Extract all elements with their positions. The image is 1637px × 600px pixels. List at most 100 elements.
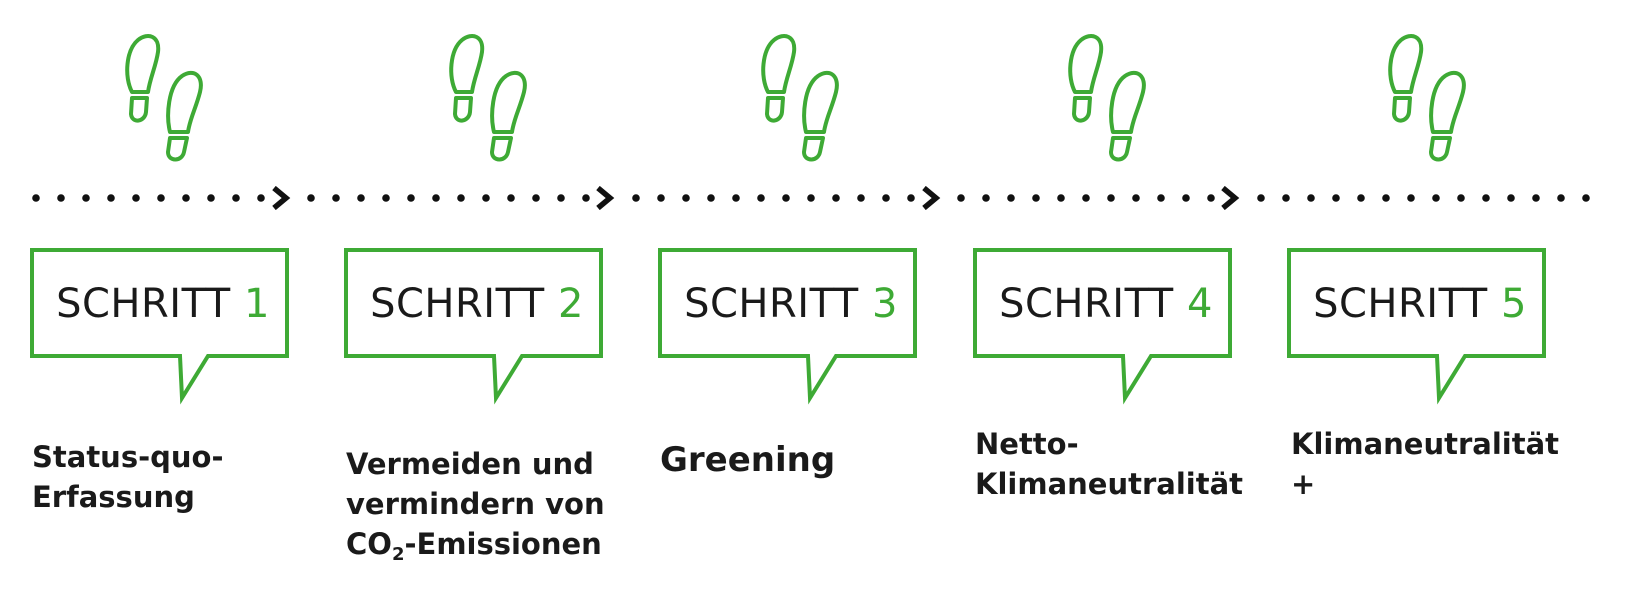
desc-line: + <box>1291 467 1316 501</box>
timeline-dot <box>682 194 690 202</box>
timeline-dot <box>1107 194 1115 202</box>
timeline-dot <box>407 194 415 202</box>
chevron-right-icon <box>272 186 291 210</box>
timeline-dot <box>207 194 215 202</box>
timeline-dot <box>1457 194 1465 202</box>
timeline-dot <box>232 194 240 202</box>
timeline-dot <box>382 194 390 202</box>
timeline-dot <box>307 194 315 202</box>
timeline-dot <box>957 194 965 202</box>
timeline-dot <box>907 194 915 202</box>
timeline-dot <box>107 194 115 202</box>
step-number: 5 <box>1500 281 1527 327</box>
timeline-dot <box>982 194 990 202</box>
step-title: SCHRITT 2 <box>344 280 610 328</box>
chevron-right-icon <box>922 186 941 210</box>
timeline-dot <box>457 194 465 202</box>
timeline-dot <box>1207 194 1215 202</box>
timeline-dot <box>757 194 765 202</box>
timeline-dot <box>82 194 90 202</box>
timeline-dot <box>357 194 365 202</box>
step-number: 3 <box>871 281 898 327</box>
chevron-right-icon <box>1221 186 1240 210</box>
step-bubble <box>30 248 289 405</box>
timeline-dot <box>157 194 165 202</box>
timeline-chevrons <box>272 186 1240 210</box>
co2-post: -Emissionen <box>404 527 602 561</box>
timeline-dot <box>1482 194 1490 202</box>
step-label: SCHRITT <box>370 281 545 327</box>
footprints-icon <box>1068 34 1146 162</box>
step-title: SCHRITT 4 <box>973 280 1239 328</box>
step-title: SCHRITT 1 <box>30 280 296 328</box>
timeline-dot <box>1382 194 1390 202</box>
desc-line: Greening <box>660 440 836 480</box>
timeline-dot <box>1282 194 1290 202</box>
desc-line: Netto- <box>975 427 1079 461</box>
timeline-dot <box>1507 194 1515 202</box>
step-description: Vermeiden und vermindern von CO2-Emissio… <box>346 444 646 564</box>
step-4: SCHRITT 4 Netto- Klimaneutralität <box>973 0 1273 600</box>
step-5: SCHRITT 5 Klimaneutralität + <box>1287 0 1587 600</box>
timeline-dot <box>832 194 840 202</box>
desc-line: vermindern von <box>346 487 605 521</box>
timeline-dot <box>1307 194 1315 202</box>
footprints-icon <box>1388 34 1466 162</box>
step-2: SCHRITT 2 Vermeiden und vermindern von C… <box>344 0 644 600</box>
timeline-dot <box>32 194 40 202</box>
step-label: SCHRITT <box>1313 281 1488 327</box>
timeline-dot <box>257 194 265 202</box>
footprints-icon <box>761 34 839 162</box>
co2-sub: 2 <box>391 544 405 565</box>
step-description: Status-quo- Erfassung <box>32 437 332 517</box>
desc-line-co2: CO2-Emissionen <box>346 524 646 564</box>
timeline-dot <box>1182 194 1190 202</box>
footprints-icon <box>449 34 527 162</box>
timeline-dot <box>707 194 715 202</box>
timeline-dot <box>657 194 665 202</box>
timeline-dot <box>1532 194 1540 202</box>
timeline-dot <box>1407 194 1415 202</box>
timeline-dot <box>1332 194 1340 202</box>
step-description: Klimaneutralität + <box>1291 424 1591 504</box>
timeline-dot <box>1582 194 1590 202</box>
timeline-dot <box>1432 194 1440 202</box>
step-number: 4 <box>1186 281 1213 327</box>
step-bubble <box>344 248 603 405</box>
timeline-dot <box>1557 194 1565 202</box>
step-description: Greening <box>660 440 960 480</box>
timeline-dot <box>507 194 515 202</box>
desc-line: Klimaneutralität <box>975 467 1244 501</box>
step-label: SCHRITT <box>684 281 859 327</box>
timeline-dot <box>482 194 490 202</box>
timeline-dot <box>782 194 790 202</box>
timeline-dot <box>1132 194 1140 202</box>
step-label: SCHRITT <box>999 281 1174 327</box>
timeline-dot <box>1007 194 1015 202</box>
timeline-dot <box>432 194 440 202</box>
step-number: 1 <box>243 281 270 327</box>
timeline-dot <box>532 194 540 202</box>
step-bubble <box>973 248 1232 405</box>
step-bubble <box>1287 248 1546 405</box>
footprints-icon <box>125 34 203 162</box>
desc-line: Status-quo- <box>32 440 224 474</box>
timeline-dot <box>1157 194 1165 202</box>
step-number: 2 <box>557 281 584 327</box>
step-1: SCHRITT 1 Status-quo- Erfassung <box>30 0 330 600</box>
timeline-dot <box>732 194 740 202</box>
co2-pre: CO <box>346 527 392 561</box>
desc-line: Erfassung <box>32 480 195 514</box>
timeline-dot <box>632 194 640 202</box>
timeline-dots <box>32 194 1590 202</box>
timeline-dot <box>857 194 865 202</box>
desc-line: Vermeiden und <box>346 447 594 481</box>
timeline-dot <box>1057 194 1065 202</box>
timeline-dot <box>132 194 140 202</box>
step-label: SCHRITT <box>56 281 231 327</box>
timeline-dot <box>1357 194 1365 202</box>
timeline-dot <box>807 194 815 202</box>
timeline-dot <box>557 194 565 202</box>
timeline-dot <box>1257 194 1265 202</box>
